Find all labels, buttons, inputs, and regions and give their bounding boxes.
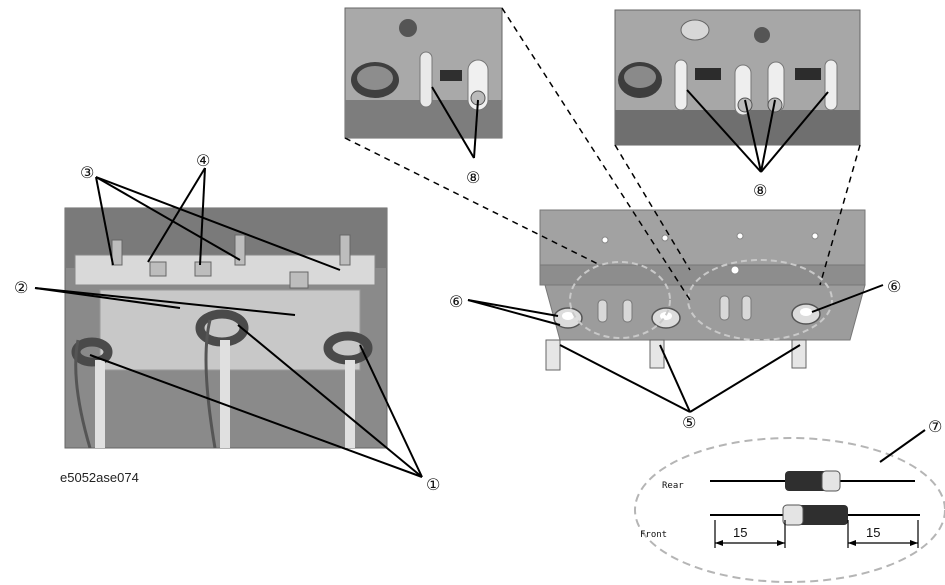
projection-lines — [344, 7, 861, 301]
callout-6-right: ⑥ — [887, 277, 901, 296]
left-photo — [64, 207, 388, 449]
callout-3: ③ — [80, 163, 94, 182]
callout-1: ① — [426, 475, 440, 494]
figure-caption: e5052ase074 — [60, 470, 139, 485]
dimension-left: 15 — [733, 525, 747, 540]
top-photo-left — [344, 7, 503, 139]
callout-4: ④ — [196, 151, 210, 170]
dimension-right: 15 — [866, 525, 880, 540]
callout-8-right: ⑧ — [753, 181, 767, 200]
callout-numbers: ① ② ③ ④ ⑤ ⑥ ⑥ ⑦ ⑧ ⑧ — [14, 151, 942, 494]
front-label: Front — [640, 530, 667, 540]
bracket-assembly — [539, 209, 866, 371]
callout-5: ⑤ — [682, 413, 696, 432]
top-photo-right — [614, 9, 861, 146]
callout-8-left: ⑧ — [466, 168, 480, 187]
leader-lines — [34, 86, 926, 478]
rear-label: Rear — [662, 481, 684, 491]
callout-7: ⑦ — [928, 417, 942, 436]
callout-6-left: ⑥ — [449, 292, 463, 311]
callout-2: ② — [14, 278, 28, 297]
diode-detail: Rear Front 15 15 — [634, 437, 945, 583]
